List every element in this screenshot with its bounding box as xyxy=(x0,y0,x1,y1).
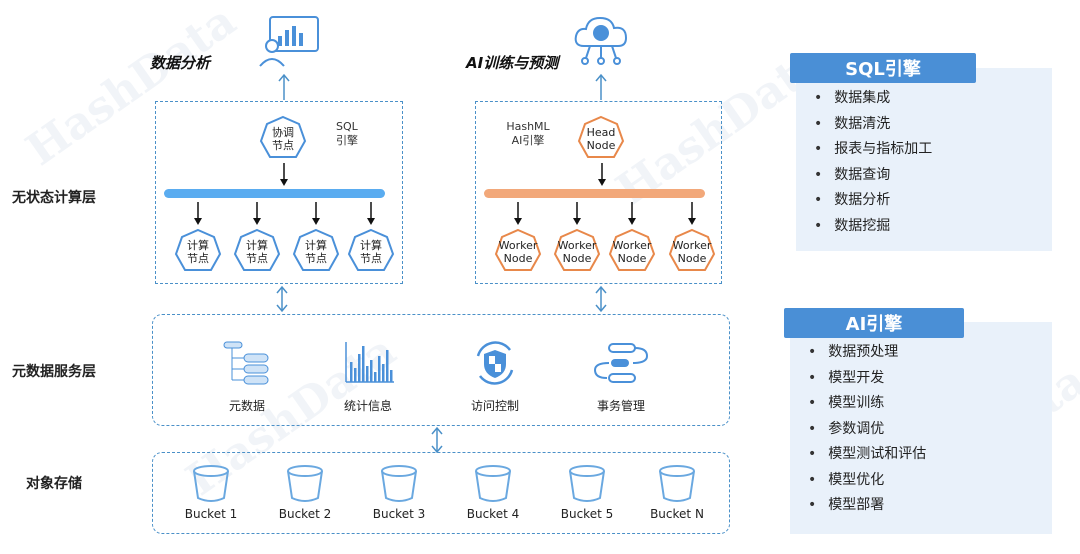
meta-label-transaction: 事务管理 xyxy=(596,399,645,413)
feature-item: 模型优化 xyxy=(808,468,926,494)
meta-label-metadata: 元数据 xyxy=(228,399,265,413)
coordinator-node: 协调节点 xyxy=(259,115,307,163)
compute-node: 计算节点 xyxy=(347,228,395,276)
meta-service-box xyxy=(152,314,730,426)
bucket-label: Bucket 2 xyxy=(278,507,332,521)
sql-panel-title: SQL引擎 xyxy=(790,53,976,83)
arrow-down-icon xyxy=(192,202,204,226)
feature-item: 模型开发 xyxy=(808,366,926,392)
feature-item: 数据集成 xyxy=(814,86,932,112)
feature-item: 数据预处理 xyxy=(808,340,926,366)
bucket-icon xyxy=(657,464,697,504)
analysis-label: 数据分析 xyxy=(150,54,211,72)
sql-feature-list: 数据集成数据清洗报表与指标加工数据查询数据分析数据挖掘 xyxy=(814,86,932,239)
arrow-up-icon xyxy=(277,72,291,100)
sql-bus-bar xyxy=(164,189,385,198)
arrow-down-icon xyxy=(571,202,583,226)
feature-item: 模型训练 xyxy=(808,391,926,417)
bucket-label: Bucket 5 xyxy=(560,507,614,521)
feature-item: 数据分析 xyxy=(814,188,932,214)
ai-cluster-box xyxy=(475,101,722,284)
feature-item: 模型测试和评估 xyxy=(808,442,926,468)
sql-cluster-box xyxy=(155,101,403,284)
ai-feature-list: 数据预处理模型开发模型训练参数调优模型测试和评估模型优化模型部署 xyxy=(808,340,926,519)
feature-item: 数据清洗 xyxy=(814,112,932,138)
bucket-icon xyxy=(473,464,513,504)
compute-node-label: 计算节点 xyxy=(360,239,382,265)
ai-training-label: AI训练与预测 xyxy=(466,54,559,72)
feature-item: 模型部署 xyxy=(808,493,926,519)
feature-item: 数据查询 xyxy=(814,163,932,189)
compute-layer-label: 无状态计算层 xyxy=(12,190,96,206)
compute-node: 计算节点 xyxy=(292,228,340,276)
statistics-bar-icon xyxy=(344,340,396,386)
sql-engine-panel: 数据集成数据清洗报表与指标加工数据查询数据分析数据挖掘 xyxy=(796,68,1052,251)
meta-label-statistics: 统计信息 xyxy=(343,399,392,413)
ai-cloud-brain-icon xyxy=(570,12,632,70)
coordinator-node-label: 协调节点 xyxy=(272,126,294,152)
bidirectional-arrow-icon xyxy=(430,426,444,454)
meta-layer-label: 元数据服务层 xyxy=(12,364,96,380)
bidirectional-arrow-icon xyxy=(594,285,608,313)
arrow-down-icon xyxy=(596,163,608,187)
feature-item: 数据挖掘 xyxy=(814,214,932,240)
bucket-icon xyxy=(379,464,419,504)
compute-node: 计算节点 xyxy=(233,228,281,276)
arrow-down-icon xyxy=(251,202,263,226)
bucket-label: Bucket 3 xyxy=(372,507,426,521)
arrow-down-icon xyxy=(278,163,290,187)
arrow-down-icon xyxy=(310,202,322,226)
compute-node-label: 计算节点 xyxy=(246,239,268,265)
arrow-down-icon xyxy=(512,202,524,226)
metadata-tree-icon xyxy=(222,340,272,386)
bucket-label: Bucket 1 xyxy=(184,507,238,521)
ai-engine-panel: 数据预处理模型开发模型训练参数调优模型测试和评估模型优化模型部署 xyxy=(790,322,1052,534)
bidirectional-arrow-icon xyxy=(275,285,289,313)
compute-node-label: 计算节点 xyxy=(187,239,209,265)
arrow-up-icon xyxy=(594,72,608,100)
access-shield-icon xyxy=(470,338,520,388)
arrow-down-icon xyxy=(686,202,698,226)
feature-item: 报表与指标加工 xyxy=(814,137,932,163)
bucket-icon xyxy=(191,464,231,504)
compute-node-label: 计算节点 xyxy=(305,239,327,265)
feature-item: 参数调优 xyxy=(808,417,926,443)
bucket-label: Bucket N xyxy=(650,507,704,521)
meta-label-access-control: 访问控制 xyxy=(470,399,519,413)
arrow-down-icon xyxy=(365,202,377,226)
bucket-icon xyxy=(285,464,325,504)
compute-node: 计算节点 xyxy=(174,228,222,276)
storage-layer-label: 对象存储 xyxy=(26,476,82,492)
bucket-icon xyxy=(567,464,607,504)
ai-bus-bar xyxy=(484,189,705,198)
arrow-down-icon xyxy=(626,202,638,226)
analytics-dashboard-icon xyxy=(254,14,322,70)
bucket-label: Bucket 4 xyxy=(466,507,520,521)
object-storage-box xyxy=(152,452,730,534)
transaction-flow-icon xyxy=(593,340,649,386)
ai-panel-title: AI引擎 xyxy=(784,308,964,338)
